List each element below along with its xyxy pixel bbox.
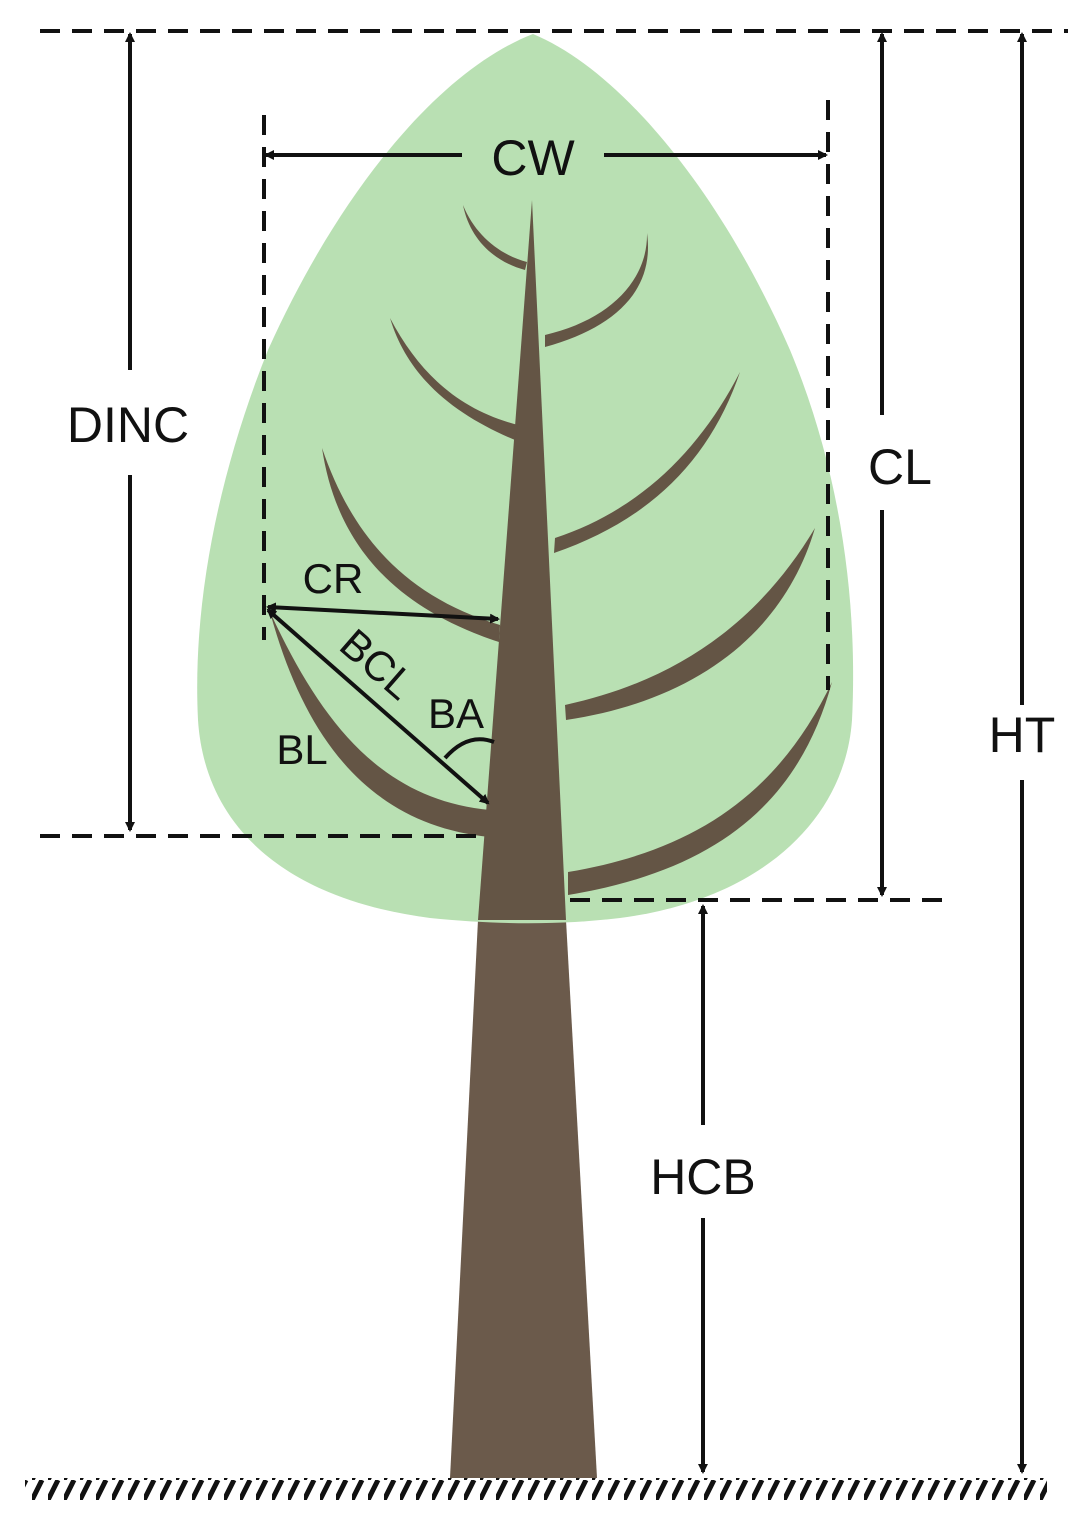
trunk	[450, 920, 597, 1478]
ba-label: BA	[428, 690, 484, 737]
ht-label: HT	[989, 707, 1056, 763]
dinc-label: DINC	[67, 397, 189, 453]
cr-label: CR	[303, 555, 364, 602]
ground-hatch	[25, 1478, 1047, 1500]
cw-label: CW	[491, 130, 575, 186]
bl-label: BL	[276, 726, 327, 773]
branch	[565, 528, 815, 720]
bcl-arrow	[266, 608, 490, 805]
branch	[568, 682, 832, 895]
branch	[390, 318, 518, 440]
branch	[545, 233, 649, 347]
trunk-upper	[478, 200, 566, 920]
hcb-label: HCB	[650, 1149, 756, 1205]
arrows	[125, 32, 1027, 1474]
branch	[463, 205, 527, 270]
dashed-lines	[40, 29, 1068, 902]
cl-label: CL	[868, 439, 932, 495]
branch	[554, 372, 740, 553]
ba-angle-arc	[443, 737, 495, 760]
